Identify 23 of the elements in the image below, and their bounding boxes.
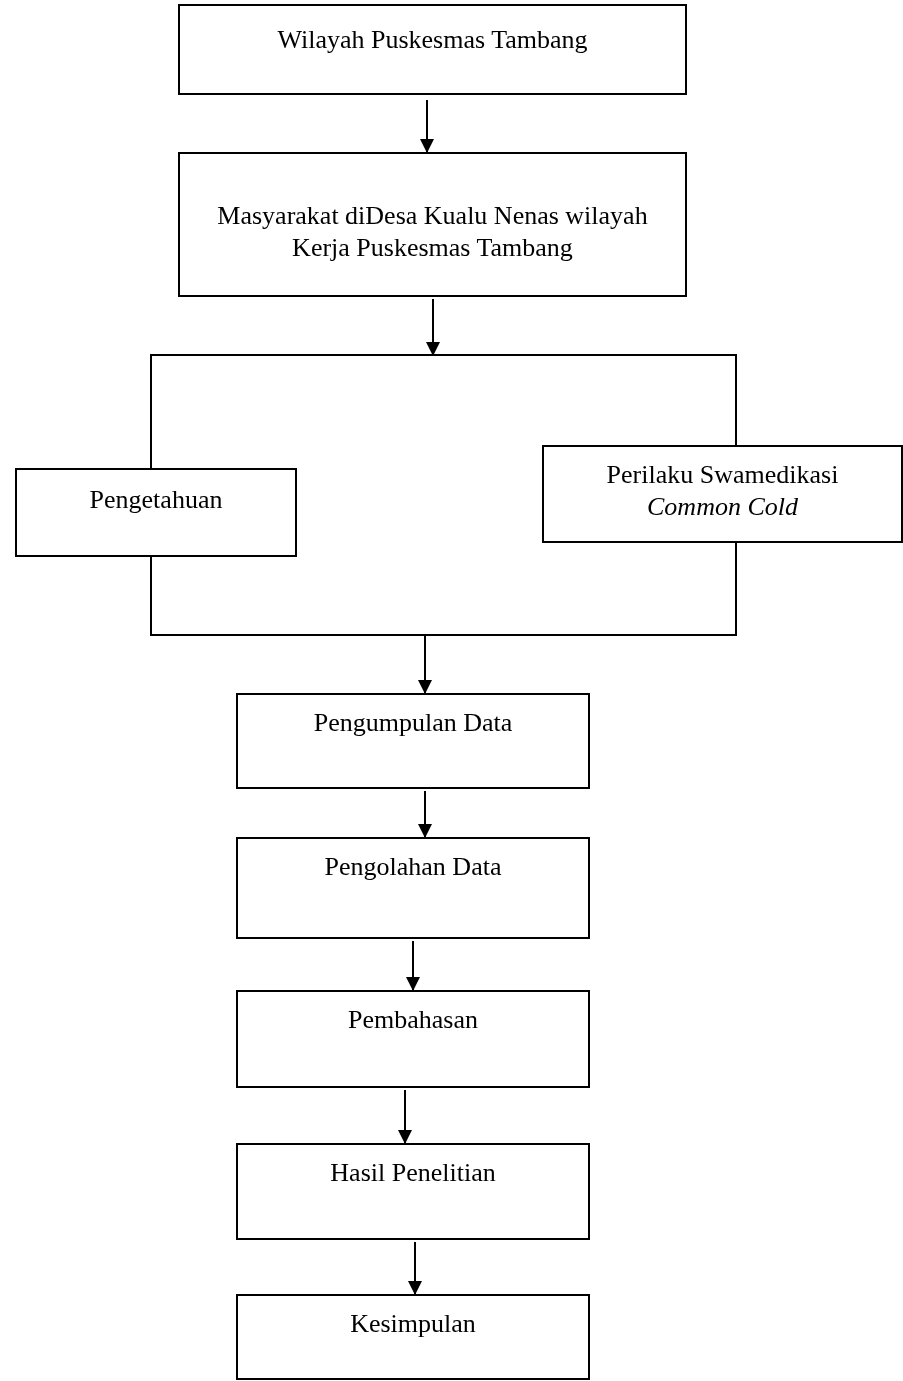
box-label: Pengolahan Data [324,851,502,883]
arrow [420,99,434,153]
box-label: Masyarakat diDesa Kualu Nenas wilayah Kerja Puskesmas Tambang [216,200,649,264]
process-box [236,837,590,939]
box-label: Pembahasan [348,1004,478,1036]
process-box [236,1143,590,1240]
process-box [236,693,590,789]
process-box [542,445,903,543]
arrow [406,940,420,991]
process-box [236,1294,590,1380]
box-label: Pengetahuan [89,484,223,516]
process-box [15,468,297,557]
arrow [398,1089,412,1144]
box-label: Pengumpulan Data [313,707,513,739]
arrow [408,1241,422,1295]
box-label: Kesimpulan [350,1308,476,1340]
process-box [178,152,687,297]
arrow [418,790,432,838]
process-box [178,4,687,95]
process-box [236,990,590,1088]
box-label: Perilaku Swamedikasi Common Cold [605,459,840,523]
box-label: Wilayah Puskesmas Tambang [277,24,588,56]
box-label: Hasil Penelitian [330,1157,496,1189]
